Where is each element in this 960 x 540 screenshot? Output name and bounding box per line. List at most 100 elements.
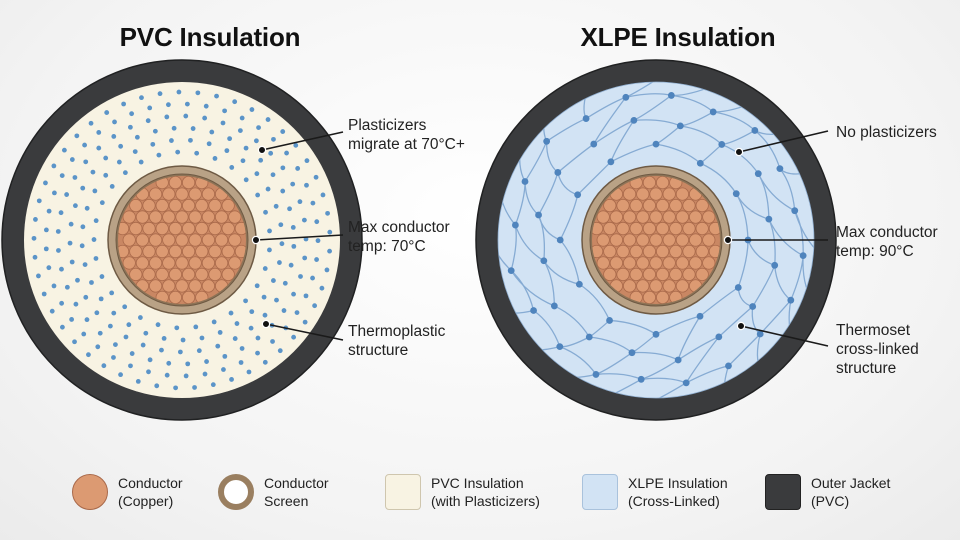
plasticizer-dot bbox=[262, 266, 268, 271]
plasticizer-dot bbox=[314, 257, 319, 262]
plasticizer-dot bbox=[310, 200, 316, 206]
cross-link-node bbox=[543, 137, 551, 145]
copper-strand bbox=[188, 210, 202, 224]
plasticizer-dot bbox=[280, 188, 286, 194]
plasticizer-dot bbox=[159, 347, 164, 353]
leader-dot bbox=[251, 235, 261, 245]
plasticizer-dot bbox=[258, 157, 264, 163]
plasticizer-dot bbox=[64, 284, 70, 290]
cross-link-node bbox=[725, 362, 732, 370]
copper-strand bbox=[168, 221, 182, 236]
plasticizer-dot bbox=[84, 205, 90, 211]
copper-strand bbox=[215, 233, 229, 247]
copper-strand bbox=[182, 244, 196, 259]
copper-strand bbox=[682, 198, 696, 213]
pvc-plasticizers-label: Plasticizers migrate at 70°C+ bbox=[348, 117, 465, 153]
plasticizer-dot bbox=[291, 334, 297, 340]
copper-strand bbox=[201, 233, 215, 247]
plasticizer-dot bbox=[36, 273, 41, 279]
plasticizer-dot bbox=[152, 128, 158, 134]
cross-link-node bbox=[592, 371, 600, 378]
plasticizer-dot bbox=[132, 149, 138, 155]
plasticizer-dot bbox=[36, 198, 42, 204]
plasticizer-dot bbox=[265, 117, 271, 122]
network-strand bbox=[735, 193, 770, 220]
cross-link-node bbox=[554, 169, 562, 176]
plasticizer-dot bbox=[56, 248, 61, 253]
plasticizer-dot bbox=[157, 91, 163, 97]
cross-link-node bbox=[682, 379, 690, 387]
plasticizer-dot bbox=[253, 138, 259, 144]
plasticizer-dot bbox=[147, 105, 153, 111]
plasticizer-dot bbox=[75, 277, 80, 283]
plasticizer-dot bbox=[82, 262, 88, 268]
legend-outer-jacket: Outer Jacket (PVC) bbox=[765, 470, 890, 514]
copper-strands bbox=[592, 176, 720, 304]
plasticizer-dot bbox=[111, 310, 117, 316]
copper-strand bbox=[642, 267, 657, 282]
jacket-edge bbox=[475, 59, 837, 421]
plasticizer-dot bbox=[327, 248, 332, 254]
copper-strand bbox=[221, 198, 235, 213]
cross-link-node bbox=[754, 170, 762, 178]
plasticizer-dot bbox=[277, 260, 282, 265]
cross-link-node bbox=[556, 343, 564, 351]
copper-strand bbox=[629, 244, 643, 259]
cross-link-node bbox=[799, 252, 807, 260]
plasticizer-dot bbox=[91, 237, 97, 242]
copper-strand bbox=[636, 256, 650, 270]
jacket-swatch-icon bbox=[765, 474, 801, 510]
plasticizer-dot bbox=[90, 169, 96, 175]
screen-ring-swatch-icon bbox=[218, 474, 254, 510]
network-strand bbox=[757, 173, 796, 212]
plasticizer-dot bbox=[263, 209, 268, 215]
plasticizer-dot bbox=[64, 192, 70, 197]
plasticizer-dot bbox=[111, 134, 117, 139]
plasticizer-dots bbox=[31, 89, 333, 391]
copper-strand bbox=[655, 244, 670, 259]
plasticizer-dot bbox=[215, 343, 221, 349]
copper-strand bbox=[149, 233, 163, 247]
copper-strand bbox=[149, 210, 163, 224]
copper-strand bbox=[662, 187, 676, 201]
leader-lines bbox=[251, 130, 829, 347]
plasticizer-dot bbox=[265, 186, 271, 192]
plasticizer-dot bbox=[249, 107, 255, 112]
copper-strand bbox=[688, 233, 703, 247]
plasticizer-dot bbox=[314, 219, 320, 225]
plasticizer-dot bbox=[83, 159, 89, 165]
plasticizer-dot bbox=[270, 339, 275, 344]
copper-strand bbox=[129, 267, 143, 282]
plasticizer-dot bbox=[165, 102, 171, 108]
plasticizer-dot bbox=[55, 229, 61, 234]
plasticizer-dot bbox=[274, 297, 279, 303]
legend-screen-label: Conductor Screen bbox=[264, 475, 329, 509]
plasticizer-dot bbox=[315, 238, 321, 244]
network-strand bbox=[609, 319, 657, 335]
copper-strand bbox=[221, 221, 235, 236]
plasticizer-dot bbox=[84, 317, 90, 323]
copper-strand bbox=[221, 267, 235, 282]
copper-strand bbox=[195, 267, 209, 282]
network-strand bbox=[589, 336, 633, 354]
plasticizer-dot bbox=[94, 310, 100, 316]
copper-strand bbox=[188, 233, 202, 247]
plasticizer-dot bbox=[93, 256, 99, 261]
copper-strand bbox=[603, 244, 617, 259]
plasticizer-dot bbox=[161, 335, 167, 341]
copper-strand bbox=[208, 244, 222, 259]
cross-link-node bbox=[574, 191, 582, 199]
plasticizer-dot bbox=[49, 308, 55, 314]
copper-strand bbox=[182, 221, 196, 236]
plasticizer-dot bbox=[99, 200, 105, 206]
copper-strand bbox=[195, 198, 209, 213]
plasticizer-dot bbox=[239, 115, 245, 121]
copper-strand bbox=[122, 233, 136, 247]
plasticizer-dot bbox=[69, 157, 75, 162]
network-strand bbox=[631, 351, 679, 361]
copper-strand bbox=[228, 210, 242, 224]
plasticizer-dot bbox=[112, 119, 117, 125]
copper-strand bbox=[155, 267, 169, 282]
copper-strand bbox=[636, 279, 650, 293]
copper-strand bbox=[168, 290, 182, 304]
